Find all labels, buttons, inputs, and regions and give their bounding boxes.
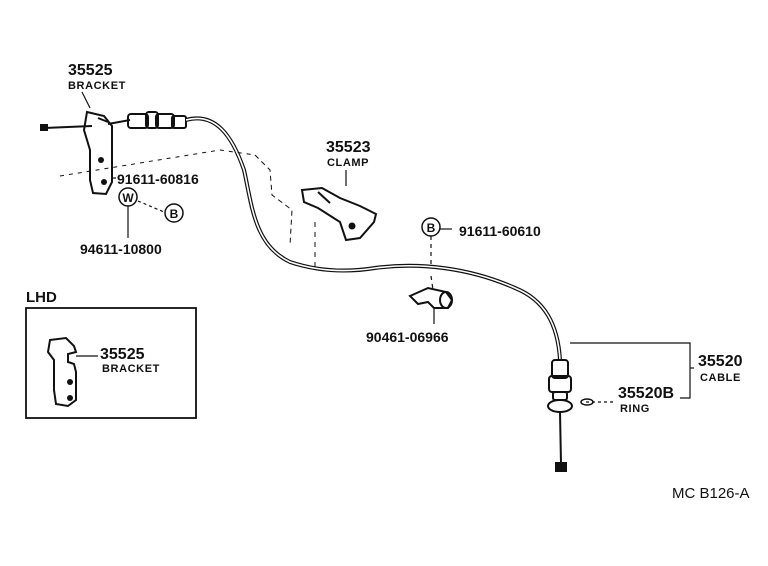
lhd-inset: LHD 35525 BRACKET [25,289,197,419]
washer-part-number-94611-10800: 94611-10800 [80,241,162,257]
inset-part-number: 35525 [100,346,145,363]
cable-part-name: CABLE [700,372,741,384]
svg-text:B: B [170,207,179,221]
bracket-part-name: BRACKET [68,80,126,92]
ring-part-name: RING [620,403,650,415]
cable-part-number: 35520 [698,353,743,370]
clip-part-number: 90461-06966 [366,329,449,345]
symbol-b-bolt-1: B [164,203,184,223]
symbol-w-washer: W [118,187,138,207]
cable-main [185,116,562,361]
clip-part [408,286,454,309]
body-outline [59,149,316,268]
bracket-main [82,110,113,196]
ring-part-number: 35520B [618,385,674,402]
bracket-part-number: 35525 [68,62,113,79]
cable-end-left [40,111,187,131]
cable-end-right [547,359,594,472]
inset-frame [25,307,197,419]
bolt-part-number-91611-60610: 91611-60610 [459,223,541,239]
leader-lines [81,91,694,403]
bolt-part-number-91611-60816: 91611-60816 [117,171,199,187]
inset-part-name: BRACKET [102,363,160,375]
clamp-part [300,186,378,242]
inset-title: LHD [26,289,57,306]
symbol-b-bolt-2: B [421,217,441,237]
clamp-part-number: 35523 [326,139,371,156]
svg-text:B: B [427,221,436,235]
svg-text:W: W [122,191,134,205]
bracket-lhd [46,336,78,408]
diagram-code: MC B126-A [672,485,750,502]
clamp-part-name: CLAMP [327,157,369,169]
